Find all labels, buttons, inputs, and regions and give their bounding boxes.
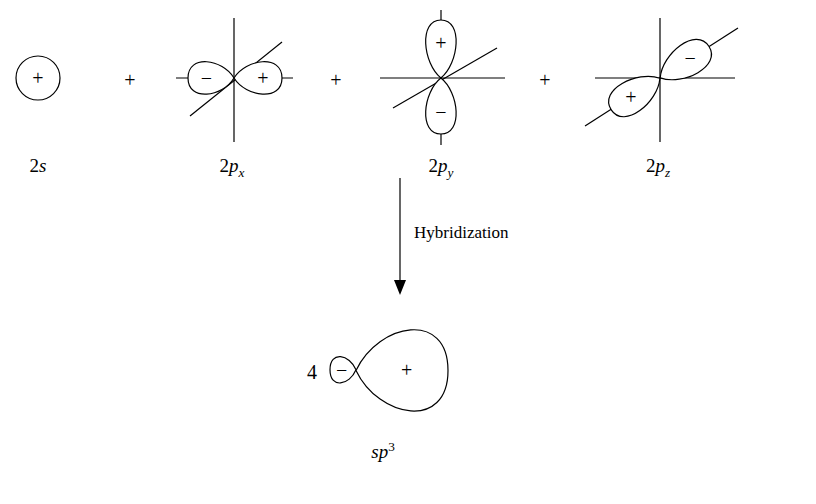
phase-sign: + [625, 87, 636, 107]
phase-sign: + [32, 68, 43, 88]
orbital-outline [648, 29, 721, 95]
s-orbital: + [14, 54, 62, 102]
orbital-lobe: − [327, 353, 359, 387]
orbital-label: 2py [429, 156, 454, 177]
phase-sign: − [201, 68, 212, 88]
phase-sign: − [685, 48, 696, 68]
orbital-lobe: − [422, 75, 460, 137]
phase-sign: + [401, 360, 412, 380]
orbital-lobe: − [648, 29, 721, 95]
orbital-lobe: + [231, 58, 285, 98]
orbital-label: 2s [30, 156, 47, 177]
phase-sign: − [435, 102, 446, 122]
count-label: 4 [307, 361, 317, 383]
orbital-label: sp3 [371, 442, 395, 463]
orbital-lobe: − [185, 58, 237, 98]
orbital-label: 2px [220, 156, 245, 177]
process-label: Hybridization [414, 224, 508, 243]
plus-sign: + [330, 69, 341, 91]
orbital-lobe: + [422, 17, 460, 81]
phase-sign: + [257, 68, 268, 88]
phase-sign: − [336, 360, 347, 380]
orbital-label: 2pz [646, 156, 670, 177]
orbital-lobe: + [353, 325, 451, 416]
plus-sign: + [124, 69, 135, 91]
phase-sign: + [435, 33, 446, 53]
plus-sign: + [539, 69, 550, 91]
